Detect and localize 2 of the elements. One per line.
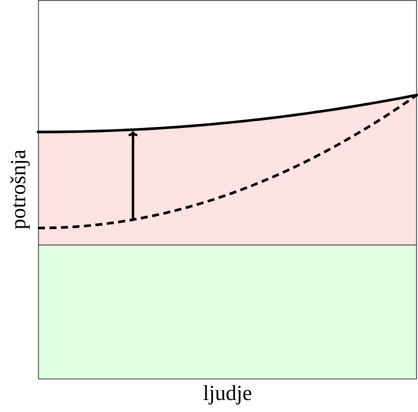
axis-label: ljudje — [203, 385, 252, 405]
axis-label: potrošnja — [10, 150, 30, 230]
